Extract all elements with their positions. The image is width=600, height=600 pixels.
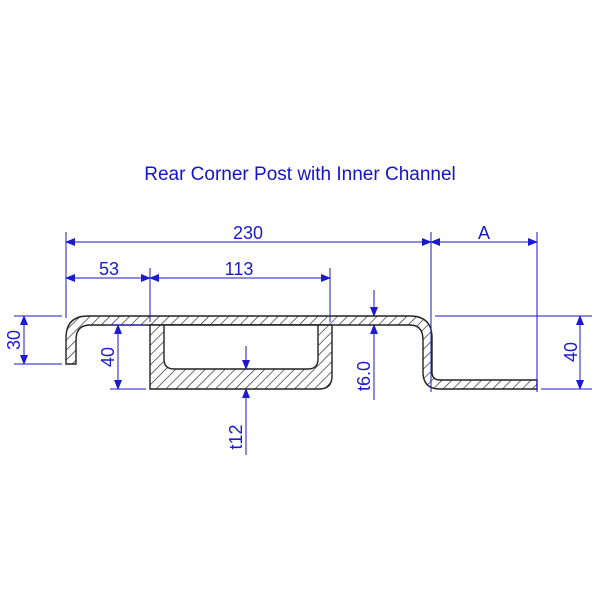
- dim-left-height: 30: [4, 330, 24, 350]
- diagram-title: Rear Corner Post with Inner Channel: [144, 164, 456, 185]
- dimension-lines: [14, 232, 592, 455]
- dim-left-offset: 53: [99, 259, 119, 279]
- inner-channel-void: [163, 324, 319, 370]
- profile-outline: [65, 315, 538, 390]
- dim-overall-width: 230: [233, 223, 263, 243]
- dim-channel-thickness: t12: [226, 424, 246, 449]
- dim-channel-width: 113: [225, 259, 254, 279]
- dim-right-width: A: [478, 223, 490, 243]
- dim-right-height: 40: [561, 342, 581, 362]
- dim-channel-height: 40: [98, 347, 118, 367]
- dim-sheet-thickness: t6.0: [354, 361, 374, 391]
